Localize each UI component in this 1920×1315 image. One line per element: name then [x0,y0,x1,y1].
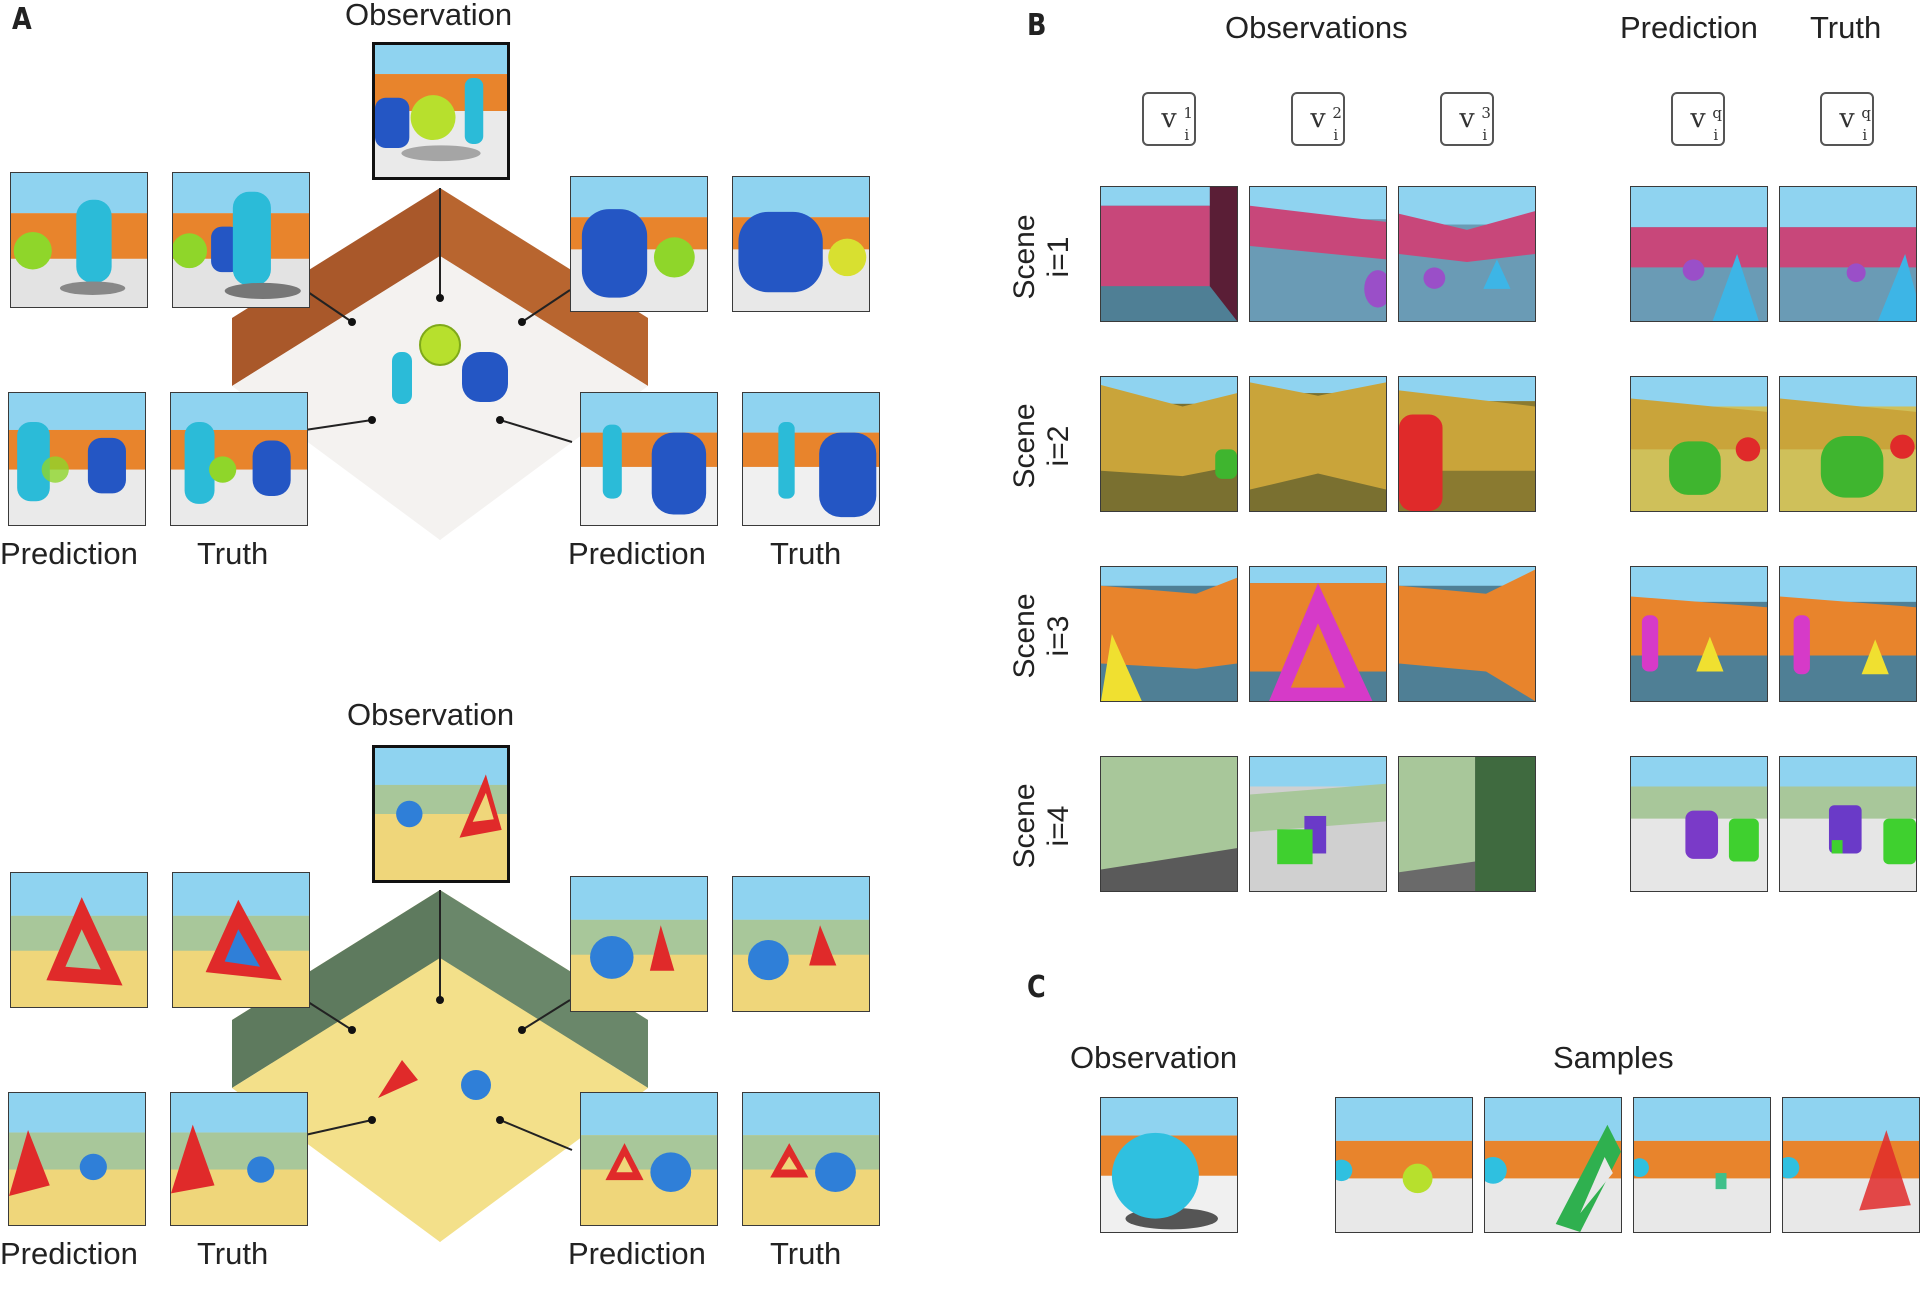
scene3-obs-2 [1249,566,1387,702]
scene2-prediction [1630,376,1768,512]
panel-c-observation-image [1100,1097,1238,1233]
top-arena-wall-left [232,188,440,386]
bottom-prediction-right-label: Prediction [568,1236,706,1271]
scene4-truth [1779,756,1917,892]
top-observation-label: Observation [345,0,513,32]
scene3-obs-3 [1398,566,1536,702]
top-prediction-left-image [8,392,146,526]
bottom-arena-inner-floor [232,958,648,1242]
bottom-view-left-2 [172,872,310,1008]
bottom-prediction-left-label: Prediction [0,1236,138,1271]
top-truth-left-label: Truth [197,536,269,571]
scene2-obs-3 [1398,376,1536,512]
top-view-right-1 [570,176,708,312]
scene4-obs-2 [1249,756,1387,892]
top-prediction-right-image [580,392,718,526]
bottom-view-right-2 [732,876,870,1012]
bottom-arena-wall-right [440,890,648,1088]
bottom-observation-image [372,745,510,883]
scene4-obs-1 [1100,756,1238,892]
top-observation-image [372,42,510,180]
panel-c-observation-label: Observation [1070,1040,1238,1075]
scene1-obs-1 [1100,186,1238,322]
top-view-right-2 [732,176,870,312]
scene2-obs-2 [1249,376,1387,512]
top-prediction-left-label: Prediction [0,536,138,571]
top-prediction-right-label: Prediction [568,536,706,571]
scene1-truth [1779,186,1917,322]
scene4-obs-3 [1398,756,1536,892]
scene3-prediction [1630,566,1768,702]
panel-label-a: A [12,2,32,37]
top-arena-dome [462,352,508,402]
bottom-observation-label: Observation [347,697,515,732]
scene3-truth [1779,566,1917,702]
bottom-prediction-left-image [8,1092,146,1226]
scene4-prediction [1630,756,1768,892]
truth-header: Truth [1810,10,1882,45]
bottom-arena-icosahedron [461,1070,491,1100]
bottom-prediction-right-image [580,1092,718,1226]
panel-c-sample-3 [1633,1097,1771,1233]
prediction-header: Prediction [1620,10,1758,45]
scene3-obs-1 [1100,566,1238,702]
scene2-truth [1779,376,1917,512]
bottom-truth-left-image [170,1092,308,1226]
top-truth-right-label: Truth [770,536,842,571]
bottom-truth-right-image [742,1092,880,1226]
scene1-obs-3 [1398,186,1536,322]
top-arena-cylinder [392,352,412,404]
top-truth-right-image [742,392,880,526]
scene1-obs-2 [1249,186,1387,322]
top-truth-left-image [170,392,308,526]
panel-a-arena-diagram [232,188,648,1242]
bottom-arena-wall-left [232,890,440,1088]
top-arena-sphere [419,324,461,366]
panel-c-sample-2 [1484,1097,1622,1233]
observations-header: Observations [1225,10,1408,45]
bottom-truth-right-label: Truth [770,1236,842,1271]
scene2-obs-1 [1100,376,1238,512]
bottom-arena-triangle [378,1060,418,1098]
scene1-prediction [1630,186,1768,322]
panel-c-sample-4 [1782,1097,1920,1233]
top-view-left-1 [10,172,148,308]
panel-label-b: B [1027,8,1047,43]
panel-c-sample-1 [1335,1097,1473,1233]
top-arena-inner-floor [232,256,648,540]
bottom-truth-left-label: Truth [197,1236,269,1271]
bottom-view-right-1 [570,876,708,1012]
panel-c-samples-label: Samples [1553,1040,1674,1075]
panel-label-c: C [1027,970,1046,1005]
top-arena-wall-right [440,188,648,386]
bottom-view-left-1 [10,872,148,1008]
top-view-left-2 [172,172,310,308]
